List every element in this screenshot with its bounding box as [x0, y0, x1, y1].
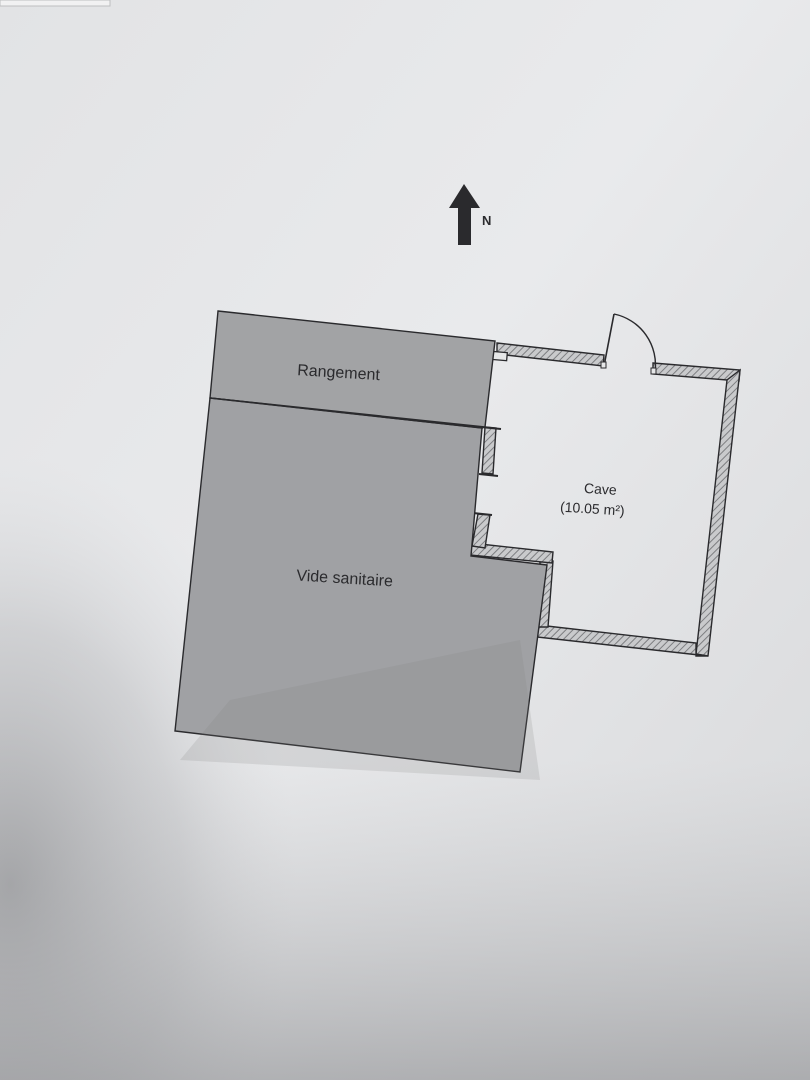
shadow-bottom [0, 760, 810, 1080]
room-area-cave: (10.05 m²) [560, 499, 625, 519]
door-icon [600, 313, 657, 375]
room-label-vide-sanitaire: Vide sanitaire [296, 567, 394, 590]
top-edge-strip [0, 0, 111, 7]
compass-label: N [482, 213, 491, 228]
north-arrow-icon [449, 184, 480, 245]
rangement-divider [209, 397, 484, 429]
room-label-rangement: Rangement [297, 362, 381, 384]
lighting-wash [180, 640, 540, 780]
rangement-area [209, 310, 496, 428]
room-label-cave: Cave [584, 480, 618, 498]
